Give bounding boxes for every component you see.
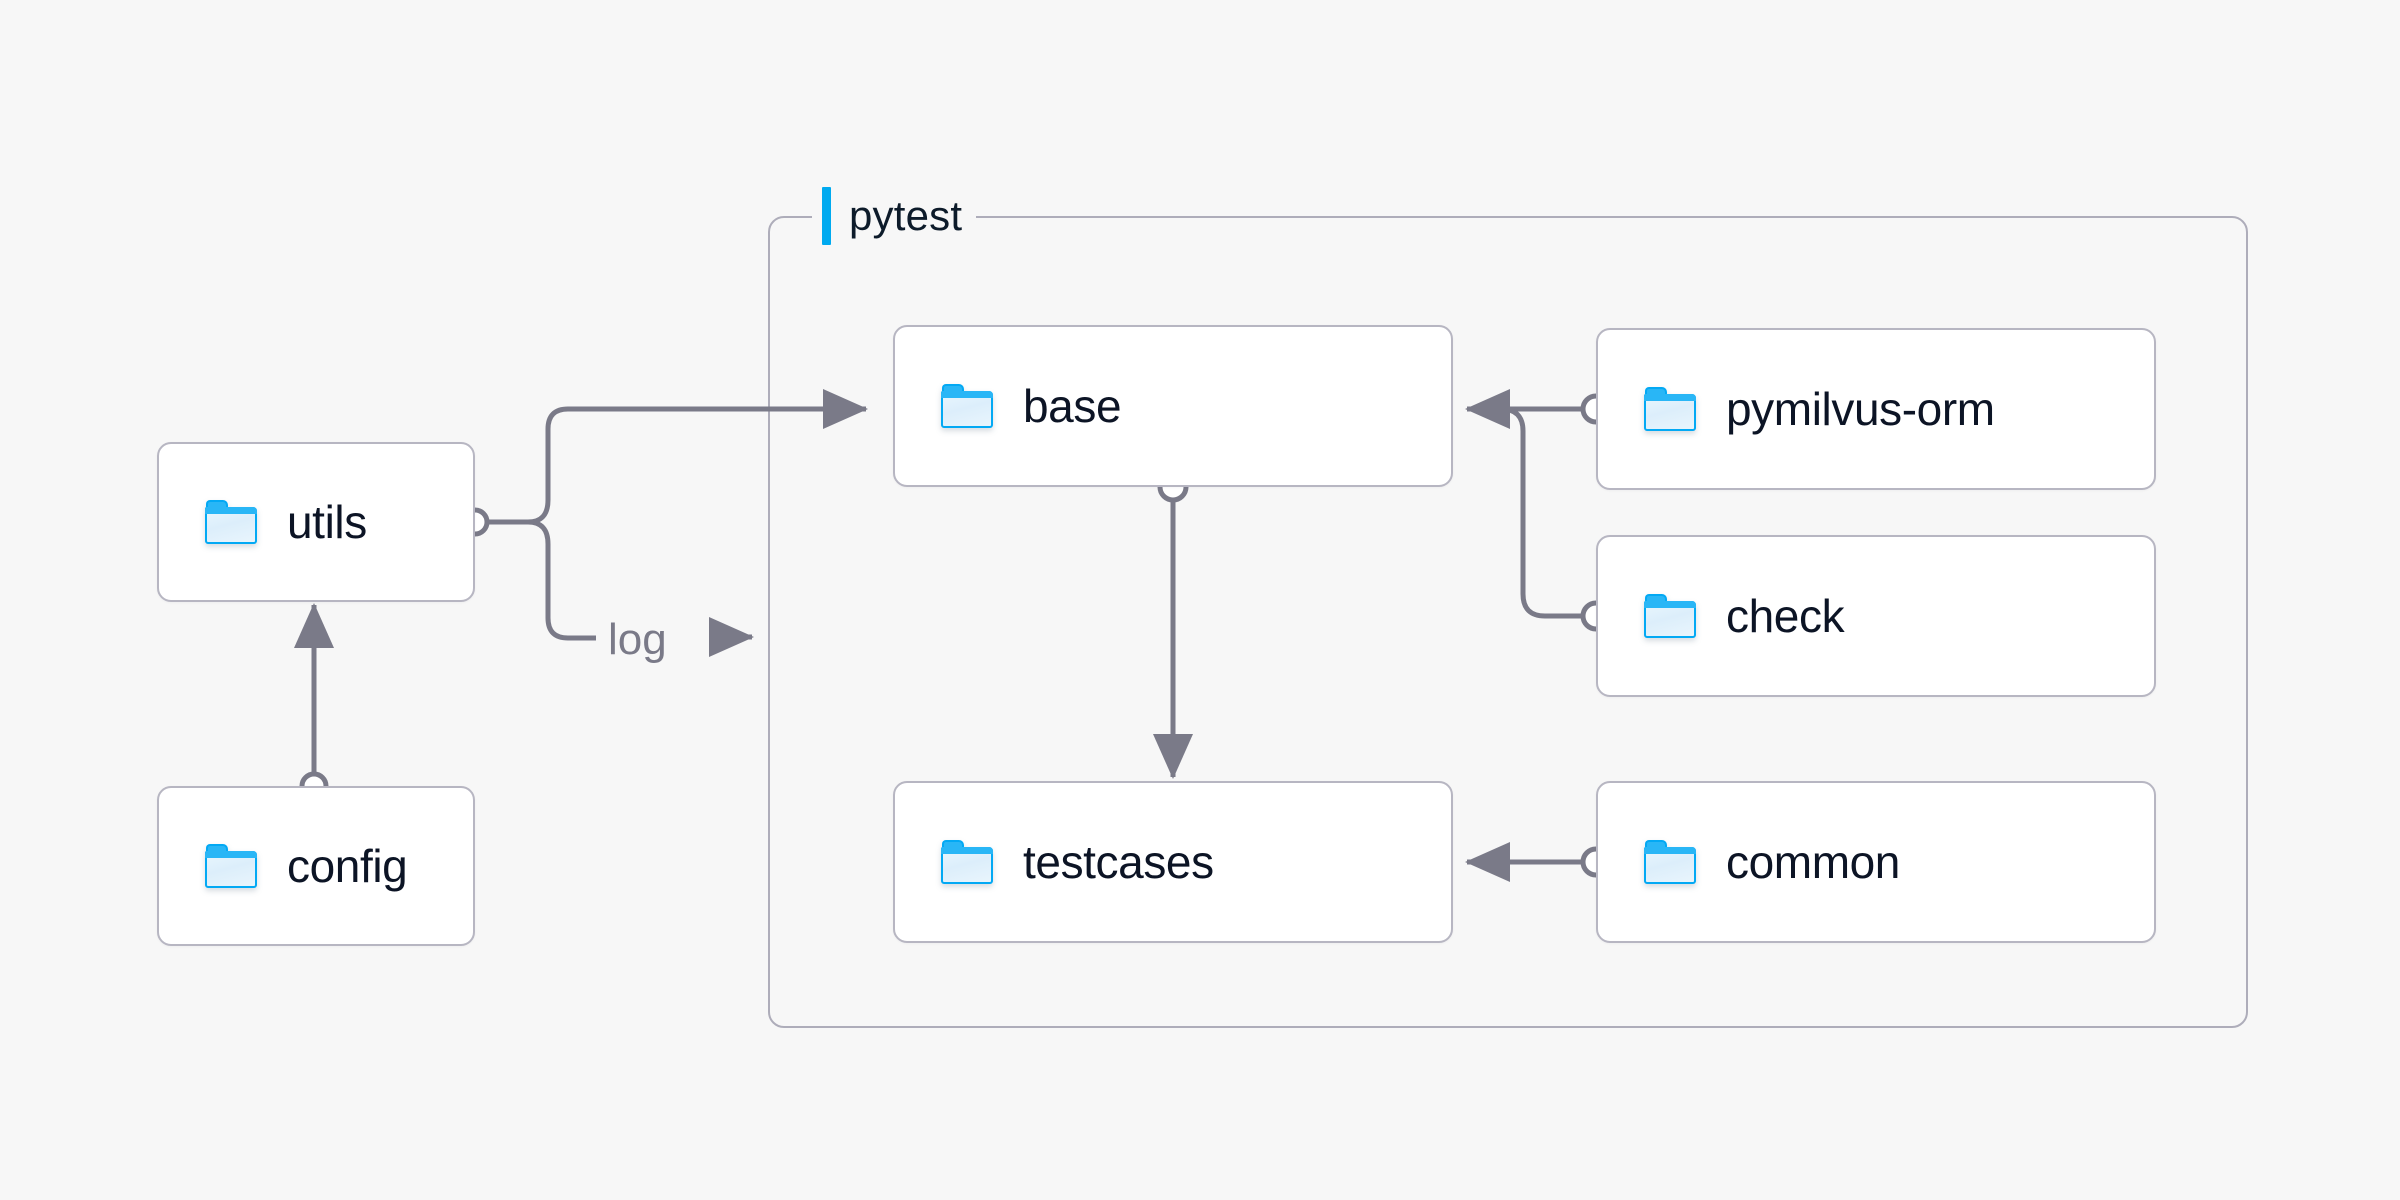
node-pymilvus-orm[interactable]: pymilvus-orm [1596,328,2156,490]
node-utils[interactable]: utils [157,442,475,602]
node-label-check: check [1726,590,1845,642]
folder-icon [1644,387,1696,431]
node-label-pymilvus-orm: pymilvus-orm [1726,383,1995,435]
folder-icon [1644,840,1696,884]
node-check[interactable]: check [1596,535,2156,697]
node-label-base: base [1023,380,1122,432]
group-label-pytest: pytest [812,185,977,247]
group-container-pytest [768,216,2248,1028]
node-base[interactable]: base [893,325,1453,487]
node-label-testcases: testcases [1023,836,1214,888]
node-config[interactable]: config [157,786,475,946]
folder-icon [941,840,993,884]
edge-utils-to-log [487,519,596,641]
node-common[interactable]: common [1596,781,2156,943]
group-accent-bar [822,187,831,245]
node-label-utils: utils [287,496,367,548]
group-title: pytest [849,192,963,239]
node-label-config: config [287,840,408,892]
folder-icon [1644,594,1696,638]
edge-config-to-utils [294,603,334,801]
folder-icon [205,500,257,544]
node-label-common: common [1726,836,1900,888]
folder-icon [941,384,993,428]
node-testcases[interactable]: testcases [893,781,1453,943]
edge-label-log: log [608,615,667,664]
folder-icon [205,844,257,888]
